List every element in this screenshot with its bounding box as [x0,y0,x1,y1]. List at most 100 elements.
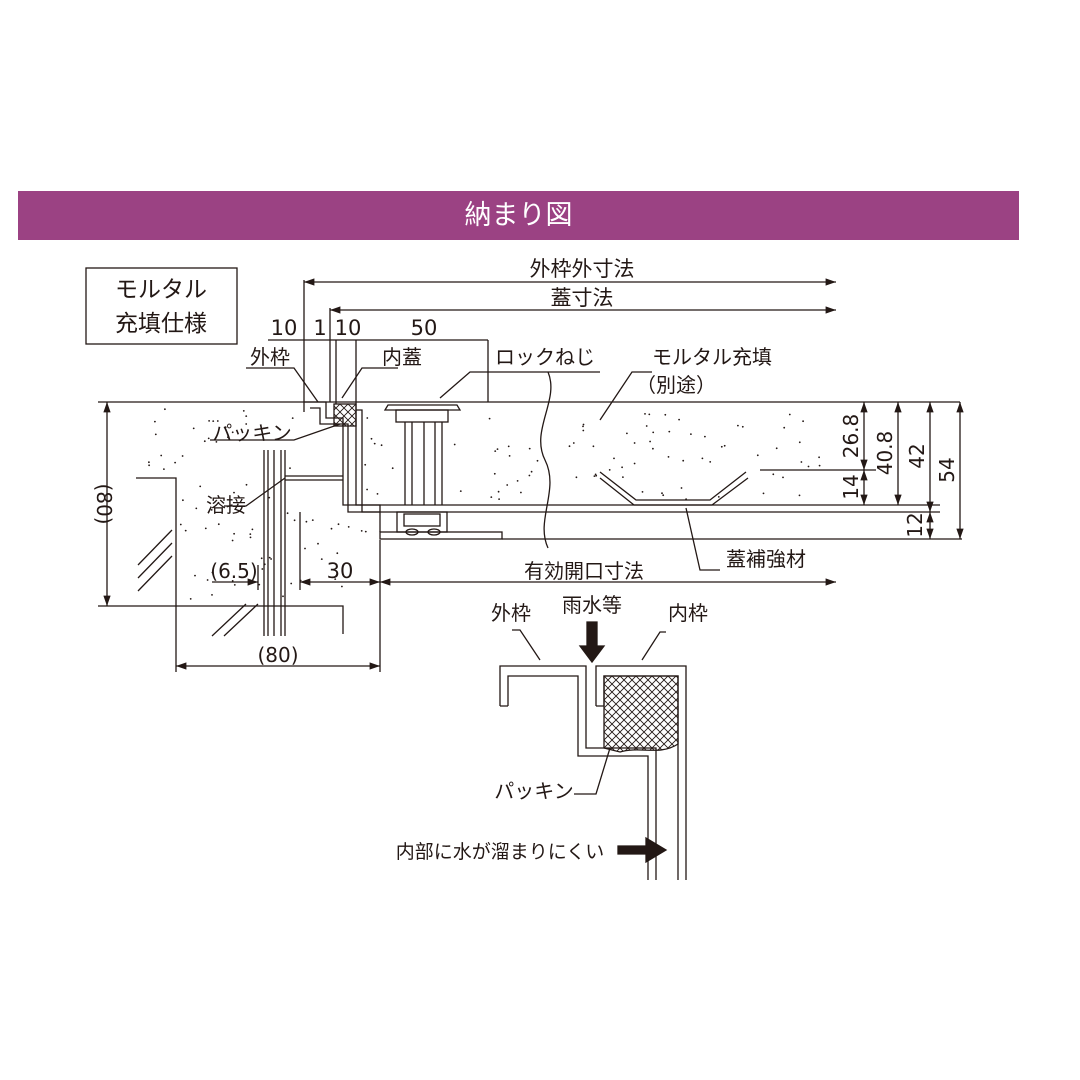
mortar-dot [216,420,219,422]
mortar-fill-label: モルタル充填 [652,345,772,369]
mortar-dot [231,539,234,542]
mortar-dot [664,413,667,416]
mortar-dot [305,520,308,523]
mortar-dot [212,420,215,422]
mortar-dot [184,529,187,532]
mortar-dot [582,425,584,428]
mortar-dot [260,557,263,560]
mortar-dot [800,461,803,463]
dim-12: 12 [903,512,927,537]
anchor-bar [263,450,286,636]
mortar-dot [373,442,376,445]
mortar-dot [336,552,339,555]
mortar-dot [380,444,383,447]
dim-14: 14 [839,474,863,499]
mortar-dot [258,583,261,586]
mortar-dot [231,580,234,582]
mortar-dot [270,558,272,560]
cover-reinforcement-label: 蓋補強材 [726,547,806,571]
mortar-dot [181,455,184,457]
cover-size-label: 蓋寸法 [551,286,614,310]
mortar-dot [493,472,496,475]
dim-40-8: 40.8 [873,431,897,476]
dim-26-8: 26.8 [839,414,863,459]
mortar-dot [268,496,271,499]
mortar-dot [245,423,248,425]
mortar-dot [516,480,519,482]
mortar-dot [775,447,778,450]
spec-line-1: モルタル [115,277,207,303]
mortar-dot [364,463,367,466]
mortar-dot [678,418,680,421]
welding-label: 溶接 [206,493,246,517]
mortar-dot [613,457,615,460]
mortar-dot [772,473,775,476]
mortar-dot [148,461,150,464]
note-arrow [617,836,668,864]
dim-50: 50 [411,316,438,340]
mortar-dot [594,473,597,476]
mortar-dot [802,420,804,423]
detail-rainwater-label: 雨水等 [562,593,622,617]
mortar-dot [251,528,254,531]
mortar-dot [210,509,213,511]
dim-80-horizontal: (80) [257,643,298,667]
mortar-dot [782,476,784,479]
bottom-flange [379,531,503,540]
mortar-dot [317,542,319,545]
mortar-dot [224,426,227,428]
mortar-dot [626,432,628,435]
mortar-dot [304,547,306,550]
mortar-dot [154,420,156,423]
mortar-dot [649,440,651,443]
dim-10b: 10 [335,316,362,340]
spec-line-2: 充填仕様 [115,311,207,337]
mortar-dot [189,598,192,600]
mortar-dot [179,523,182,526]
mortar-dot [717,496,720,498]
mortar-dot [290,582,293,585]
mortar-dot [164,408,166,411]
mortar-dot [231,431,234,434]
mortar-dot [207,437,210,440]
mortar-dot [268,556,271,559]
mortar-dot [215,441,218,443]
weld-arm [285,475,343,481]
mortar-dot [667,456,670,458]
mortar-dot [704,435,706,438]
mortar-dot [592,445,595,448]
mortar-dot [459,490,462,492]
mortar-dot [682,459,685,462]
mortar-dot [506,484,509,486]
mortar-dot [741,425,744,428]
mortar-dot [622,476,624,478]
mortar-dot [709,461,712,463]
outer-frame-size-label: 外枠外寸法 [530,257,635,281]
dim-30: 30 [327,559,354,583]
mortar-dot [233,491,235,494]
mortar-dot [233,532,236,535]
mortar-dot [818,456,820,459]
mortar-dot [582,429,585,432]
mortar-dot [311,519,314,521]
slab-outline [130,477,177,607]
mortar-dot [621,466,623,469]
inner-cover-label: 内蓋 [382,345,422,369]
mortar-dot [690,433,692,435]
mortar-dot [644,413,646,415]
mortar-dot [807,465,810,468]
mortar-dot [648,413,651,416]
mortar-dot [217,523,220,526]
mortar-dot [391,467,394,470]
dim-42: 42 [905,443,929,468]
mortar-dot [528,447,531,450]
mortar-dot [154,433,157,436]
mortar-dot [341,585,343,588]
spec-box [85,267,238,345]
mortar-dot [282,595,284,598]
mortar-dot [661,492,663,495]
banner-title: 納まり図 [464,200,573,231]
dim-10a: 10 [271,316,298,340]
mortar-stipple [148,408,821,600]
mortar-dot [633,462,636,465]
